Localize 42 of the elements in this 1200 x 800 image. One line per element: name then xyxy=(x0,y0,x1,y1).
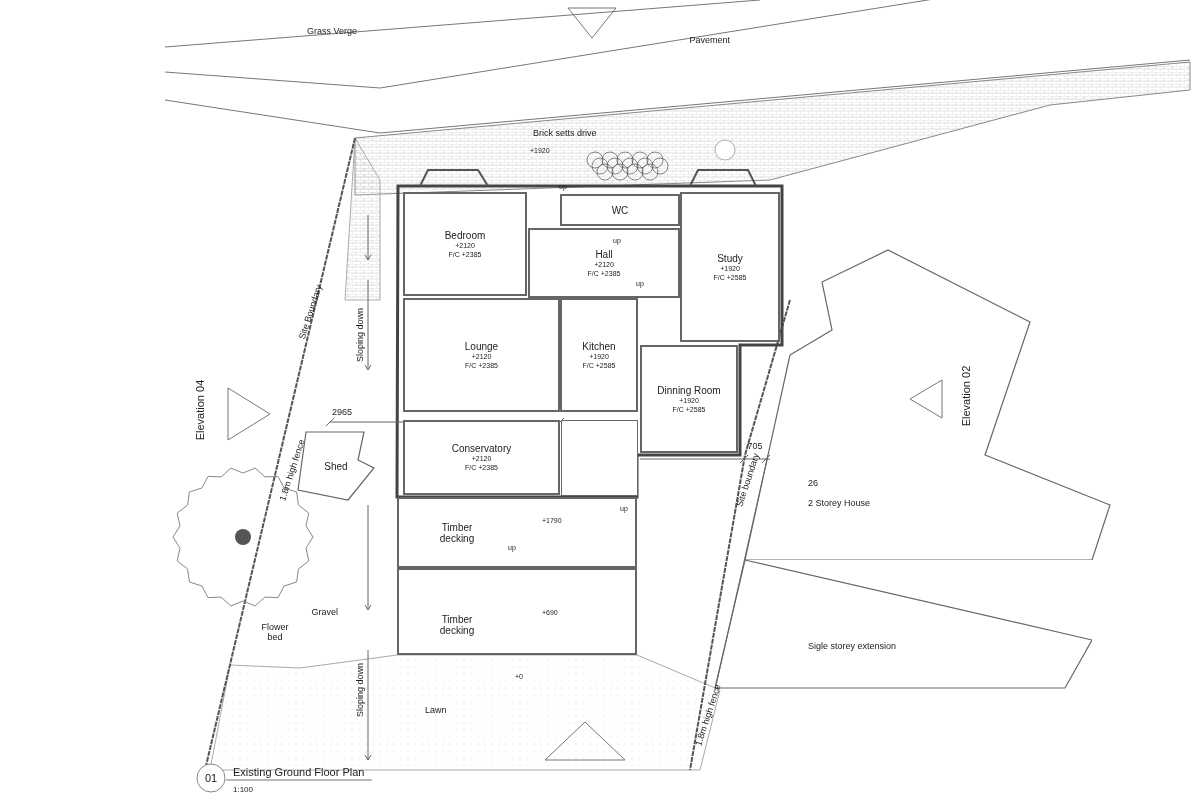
room-outline xyxy=(640,345,738,453)
room-name: Conservatory xyxy=(451,443,512,454)
room-name: Timber decking xyxy=(438,614,476,636)
building-label: Sigle storey extension xyxy=(808,641,897,651)
plan-title: Existing Ground Floor Plan xyxy=(233,766,365,778)
elevation-label: Elevation 04 xyxy=(193,379,206,441)
room-name: Kitchen xyxy=(582,340,616,352)
room-outline xyxy=(560,194,680,226)
room-outline xyxy=(403,298,560,412)
room-name: Study xyxy=(717,252,743,264)
room-outline xyxy=(403,420,560,495)
room-outline xyxy=(528,228,680,298)
area-label: Flower bed xyxy=(260,622,290,642)
building-label: 26 xyxy=(808,478,818,488)
room-name: Bedroom xyxy=(444,229,486,241)
dimension-text: 705 xyxy=(747,441,763,451)
room-name: Timber decking xyxy=(438,522,476,544)
slope-label: Sloping down xyxy=(355,308,365,362)
area-label: Pavement xyxy=(689,35,731,45)
slope-label: Sloping down xyxy=(355,663,365,717)
room-name: Hall xyxy=(595,248,613,260)
dimension-text: 2965 xyxy=(332,407,353,417)
fence-label: 1.8m high fence xyxy=(693,683,723,747)
building-label: 2 Storey House xyxy=(808,498,871,508)
room-outline xyxy=(397,568,637,655)
room-outline xyxy=(561,420,638,496)
elevation-label: Elevation 02 xyxy=(959,365,972,427)
room-name: Shed xyxy=(324,460,348,472)
room-outline xyxy=(560,298,638,412)
area-label: Lawn xyxy=(425,705,447,715)
fence-label: 1.8m high fence xyxy=(277,438,307,502)
area-label: Gravel xyxy=(311,607,338,617)
room-name: WC xyxy=(611,204,629,216)
area-label: Grass Verge xyxy=(307,26,358,36)
view-number: 01 xyxy=(205,772,218,784)
room-name: Lounge xyxy=(464,340,499,352)
room-outline xyxy=(680,192,780,342)
scale-text: 1:100 xyxy=(233,785,254,794)
room-name: Dinning Room xyxy=(657,384,721,396)
room-outline xyxy=(403,192,527,296)
room-outline xyxy=(397,497,637,568)
area-label: Brick setts drive xyxy=(533,128,597,138)
